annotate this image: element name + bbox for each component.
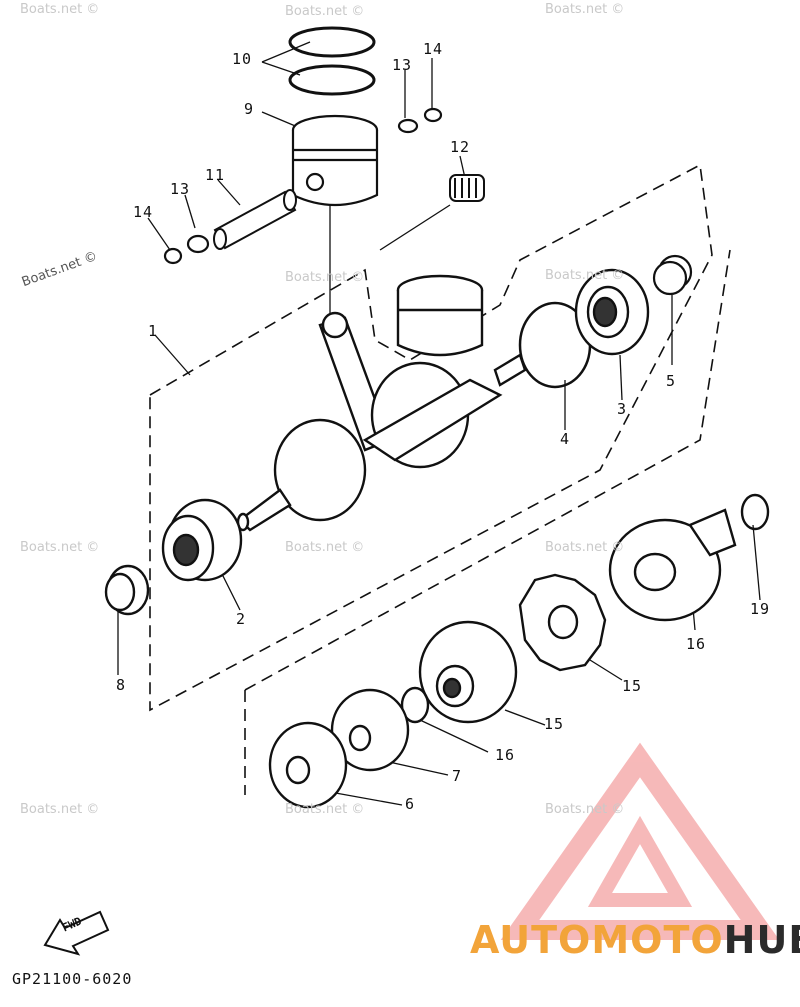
watermark: Boats.net © bbox=[20, 540, 100, 555]
plate-6-drawing bbox=[268, 721, 348, 809]
piston-drawing bbox=[291, 114, 379, 207]
piston-ring-set-drawing bbox=[288, 26, 376, 96]
part-label-16: 16 bbox=[495, 746, 516, 764]
figure-code: GP21100-6020 bbox=[12, 970, 133, 988]
part-label-5: 5 bbox=[666, 372, 677, 390]
circlip-washer-drawings bbox=[163, 107, 443, 265]
part-label-3: 3 bbox=[617, 400, 628, 418]
fwd-arrow-icon bbox=[43, 910, 110, 956]
part-label-18: 16 bbox=[686, 635, 707, 653]
bearing-3-drawing bbox=[574, 268, 650, 356]
part-label-14: 14 bbox=[423, 40, 444, 58]
watermark: Boats.net © bbox=[545, 540, 625, 555]
o-ring-16-drawing bbox=[400, 686, 430, 724]
damper-drawing bbox=[518, 573, 607, 672]
group-outline-crankshaft bbox=[149, 163, 731, 795]
part-label-14b: 14 bbox=[133, 203, 154, 221]
brand-wordmark: AUTOMOTOHUB bbox=[470, 918, 800, 962]
part-label-4: 4 bbox=[560, 430, 571, 448]
part-label-6: 6 bbox=[405, 795, 416, 813]
watermark: Boats.net © bbox=[285, 802, 365, 817]
part-label-9: 9 bbox=[244, 100, 255, 118]
part-label-12: 12 bbox=[450, 138, 471, 156]
watermark: Boats.net © bbox=[20, 2, 100, 17]
o-ring-19-drawing bbox=[740, 493, 770, 531]
watermark: Boats.net © bbox=[285, 4, 365, 19]
watermark: Boats.net © bbox=[545, 268, 625, 283]
watermark: Boats.net © bbox=[545, 802, 625, 817]
part-label-1: 1 bbox=[148, 322, 159, 340]
bearing-2-drawing bbox=[161, 498, 243, 582]
watermark: Boats.net © bbox=[545, 2, 625, 17]
part-label-13: 13 bbox=[392, 56, 413, 74]
piston-pin-drawing bbox=[213, 189, 297, 250]
part-label-8: 8 bbox=[116, 676, 127, 694]
collar-drawing bbox=[652, 254, 693, 296]
plate-7-drawing bbox=[330, 688, 410, 772]
part-label-19: 19 bbox=[750, 600, 771, 618]
part-label-13b: 13 bbox=[170, 180, 191, 198]
part-label-11: 11 bbox=[205, 166, 226, 184]
oil-seal-drawing bbox=[104, 564, 150, 616]
watermark: Boats.net © bbox=[285, 540, 365, 555]
part-label-15: 15 bbox=[544, 715, 565, 733]
coupling-15-drawing bbox=[418, 620, 518, 724]
crankshaft-drawing bbox=[236, 274, 527, 532]
part-label-10: 10 bbox=[232, 50, 253, 68]
needle-bearing-drawing bbox=[449, 174, 485, 202]
part-label-17: 15 bbox=[622, 677, 643, 695]
brand-logo-mark bbox=[500, 742, 780, 940]
brand-part-1: AUTOMOTO bbox=[470, 918, 724, 962]
watermark: Boats.net © bbox=[285, 270, 365, 285]
coupling-18-drawing bbox=[608, 508, 737, 622]
brand-part-2: HUB bbox=[723, 918, 800, 962]
part-label-7: 7 bbox=[452, 767, 463, 785]
watermark: Boats.net © bbox=[20, 802, 100, 817]
part-label-2: 2 bbox=[236, 610, 247, 628]
